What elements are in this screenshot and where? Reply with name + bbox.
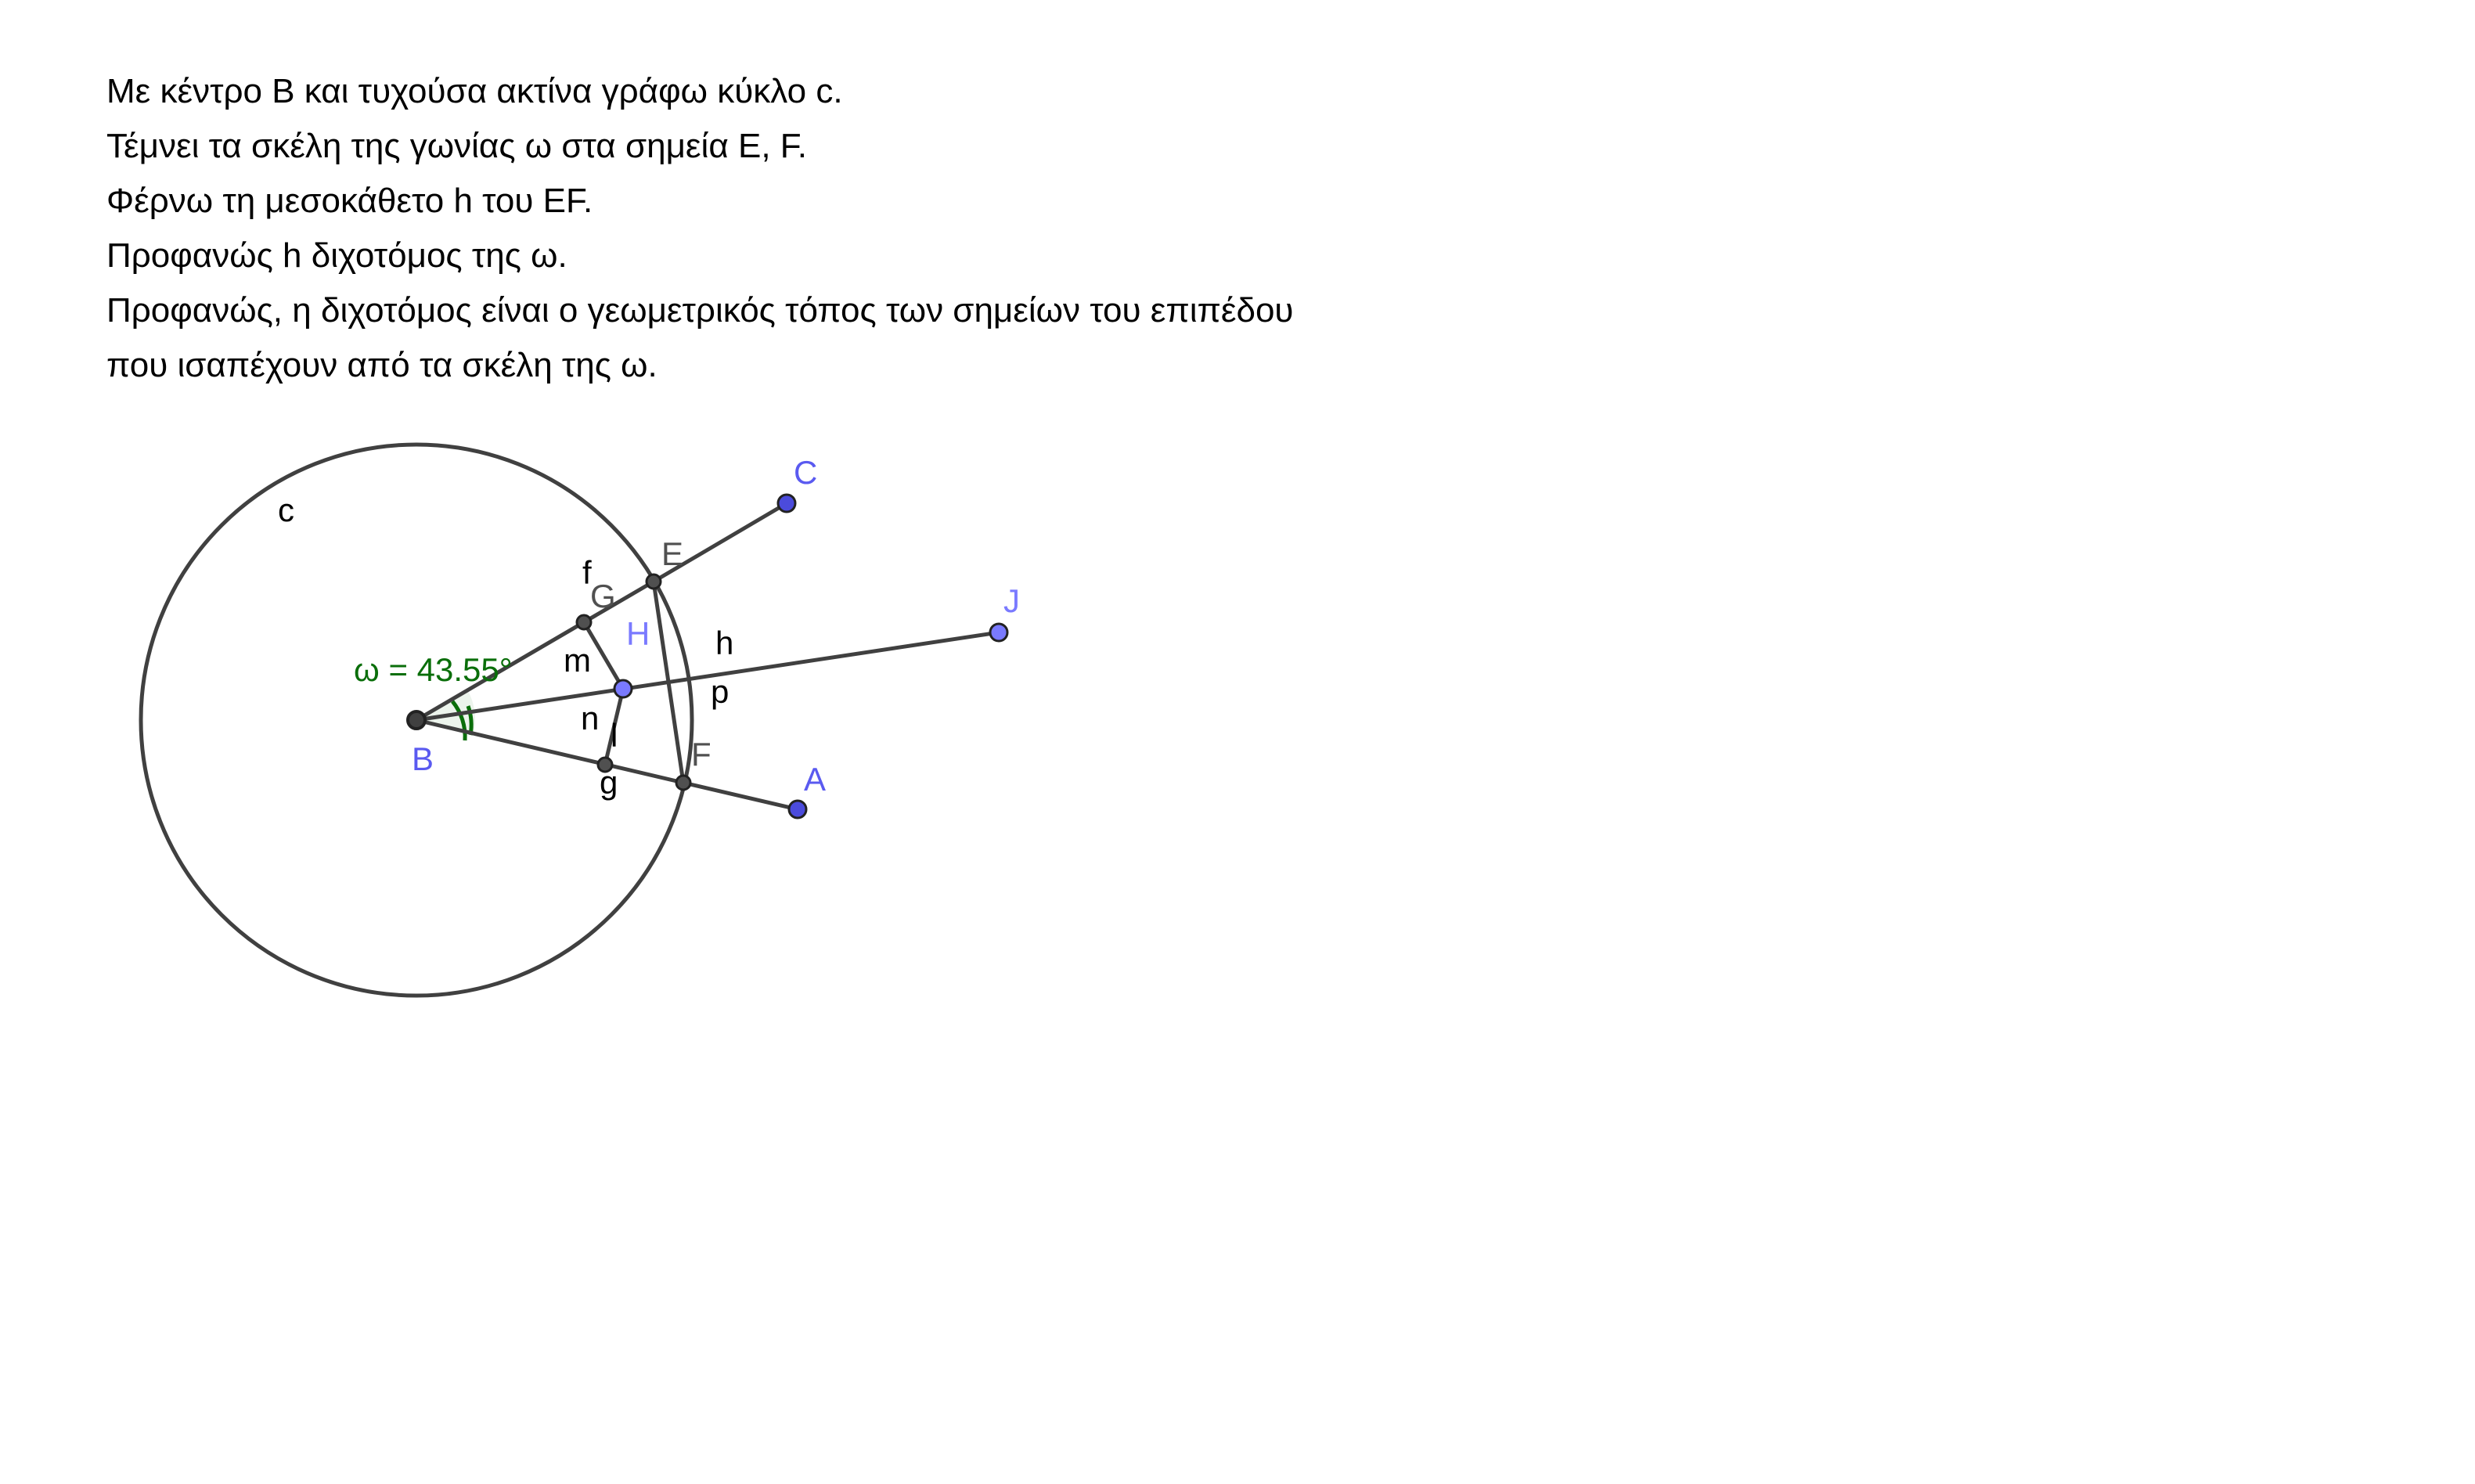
point-G[interactable] <box>575 614 593 631</box>
label-line-h: h <box>715 625 733 661</box>
text-line-3: Φέρνω τη μεσοκάθετο h του EF. <box>106 182 593 220</box>
label-circle-c: c <box>278 492 294 528</box>
label-segment-n: n <box>581 700 599 737</box>
segment-E-C[interactable] <box>652 501 788 584</box>
label-C: C <box>794 454 817 491</box>
point-H[interactable] <box>613 679 633 699</box>
label-H: H <box>626 615 650 652</box>
segment-f[interactable] <box>415 579 655 722</box>
point-E[interactable] <box>645 573 662 590</box>
segment-n[interactable] <box>603 688 625 765</box>
label-segment-m: m <box>564 642 591 679</box>
label-F: F <box>691 736 712 773</box>
label-segment-f: f <box>582 554 592 591</box>
label-E: E <box>661 535 683 572</box>
description-text: Με κέντρο B και τυχούσα ακτίνα γράφω κύκ… <box>106 64 1672 393</box>
point-F[interactable] <box>675 774 692 791</box>
angle-omega-label: ω = 43.55° <box>354 651 513 688</box>
label-J: J <box>1003 582 1020 619</box>
point-g-foot[interactable] <box>596 756 614 773</box>
line-h[interactable] <box>416 630 1000 722</box>
point-C[interactable] <box>776 493 797 513</box>
segment-F-A[interactable] <box>683 780 798 812</box>
label-B: B <box>412 740 434 777</box>
segment-p[interactable] <box>651 581 686 783</box>
point-J[interactable] <box>989 622 1009 643</box>
text-line-6: που ισαπέχουν από τα σκέλη της ω. <box>106 346 657 384</box>
label-A: A <box>804 761 826 798</box>
text-line-5: Προφανώς, η διχοτόμος είναι ο γεωμετρικό… <box>106 291 1294 330</box>
circle-c[interactable] <box>139 442 694 998</box>
segment-m[interactable] <box>582 621 625 690</box>
segment-g[interactable] <box>416 718 684 785</box>
point-A[interactable] <box>787 799 808 819</box>
label-segment-g: g <box>600 764 618 801</box>
point-B[interactable] <box>406 710 427 730</box>
label-segment-l: l <box>611 717 618 754</box>
text-line-4: Προφανώς h διχοτόμος της ω. <box>106 236 567 275</box>
text-line-2: Τέμνει τα σκέλη της γωνίας ω στα σημεία … <box>106 127 807 165</box>
angle-omega-fill <box>416 691 475 736</box>
label-segment-p: p <box>711 673 729 710</box>
label-G: G <box>590 578 616 614</box>
text-line-1: Με κέντρο B και τυχούσα ακτίνα γράφω κύκ… <box>106 72 843 110</box>
